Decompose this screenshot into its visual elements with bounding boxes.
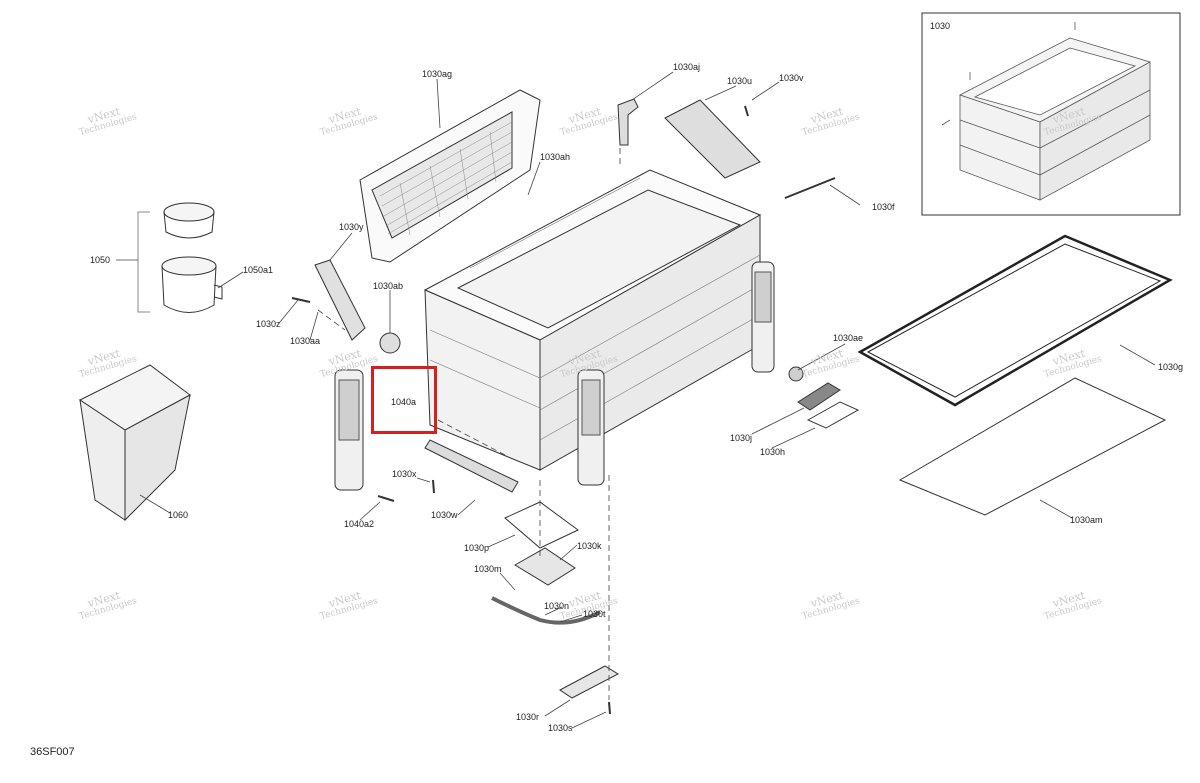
lid-1030ag [359,89,541,263]
rail-1030w [424,439,519,493]
callout-1030ab[interactable]: 1030ab [373,281,404,291]
bracket-1030k [514,547,576,586]
plate-1030p [504,501,579,549]
assembly-dashed-lines [317,148,621,700]
callout-1030x[interactable]: 1030x [392,469,417,479]
plate-1030j [797,382,841,411]
callout-1050[interactable]: 1050 [90,255,111,265]
leader-lines [116,71,1156,729]
callout-1030p[interactable]: 1030p [464,543,490,553]
callout-1030k[interactable]: 1030k [577,541,602,551]
leg-left-front [334,369,364,491]
callout-1030ae[interactable]: 1030ae [833,333,864,343]
callout-1030m[interactable]: 1030m [474,564,502,574]
callout-1030f[interactable]: 1030f [872,202,895,212]
storage-bin-1060 [79,364,191,522]
callout-1030z[interactable]: 1030z [256,319,281,329]
screw-1030s [608,701,611,715]
callout-1030aa[interactable]: 1030aa [290,336,321,346]
latch-1030aj [617,98,639,146]
plate-1030h [806,401,860,429]
callout-1050a1[interactable]: 1050a1 [243,265,274,275]
leg-right-front [577,369,605,486]
bracket-1030y [314,259,366,341]
callout-1030g[interactable]: 1030g [1158,362,1184,372]
callout-1030n[interactable]: 1030n [544,601,570,611]
gasket-1030g [857,234,1173,407]
callout-1030aj[interactable]: 1030aj [673,62,701,72]
rail-1030u [664,99,761,179]
callout-1030ah[interactable]: 1030ah [540,152,571,162]
screw-1030z [291,297,311,303]
callout-1030h[interactable]: 1030h [760,447,786,457]
mat-1030am [898,377,1167,516]
callout-1030s[interactable]: 1030s [548,723,573,733]
highlight-box [371,366,437,434]
main-tub-assembly [423,169,762,471]
figure-code: 36SF007 [30,746,75,758]
knob-1030ab [379,332,401,354]
fitting-1030ae [788,366,804,382]
bracket-1030r [559,665,620,699]
callout-1030am[interactable]: 1030am [1070,515,1103,525]
rod-1030f [784,177,836,199]
inset-assembly-drawing [941,22,1152,201]
callout-1030j[interactable]: 1030j [730,433,753,443]
callout-1030y[interactable]: 1030y [339,222,364,232]
leg-right-rear [751,261,775,373]
callout-1030ag[interactable]: 1030ag [422,69,453,79]
callout-1030v[interactable]: 1030v [779,73,804,83]
callout-1030r[interactable]: 1030r [516,712,540,722]
screw-1040a2 [377,495,395,502]
callout-1030u[interactable]: 1030u [727,76,753,86]
callout-1030w[interactable]: 1030w [431,510,458,520]
cup-holder-1050 [137,202,223,313]
screw-1030x [432,479,435,494]
callout-1060[interactable]: 1060 [168,510,189,520]
callout-1030[interactable]: 1030 [930,21,951,31]
strap-1030m [491,596,601,625]
callout-1030t[interactable]: 1030t [583,609,606,619]
callout-1040a[interactable]: 1040a [391,397,417,407]
screw-1030v [744,105,749,117]
callout-1040a2[interactable]: 1040a2 [344,519,375,529]
